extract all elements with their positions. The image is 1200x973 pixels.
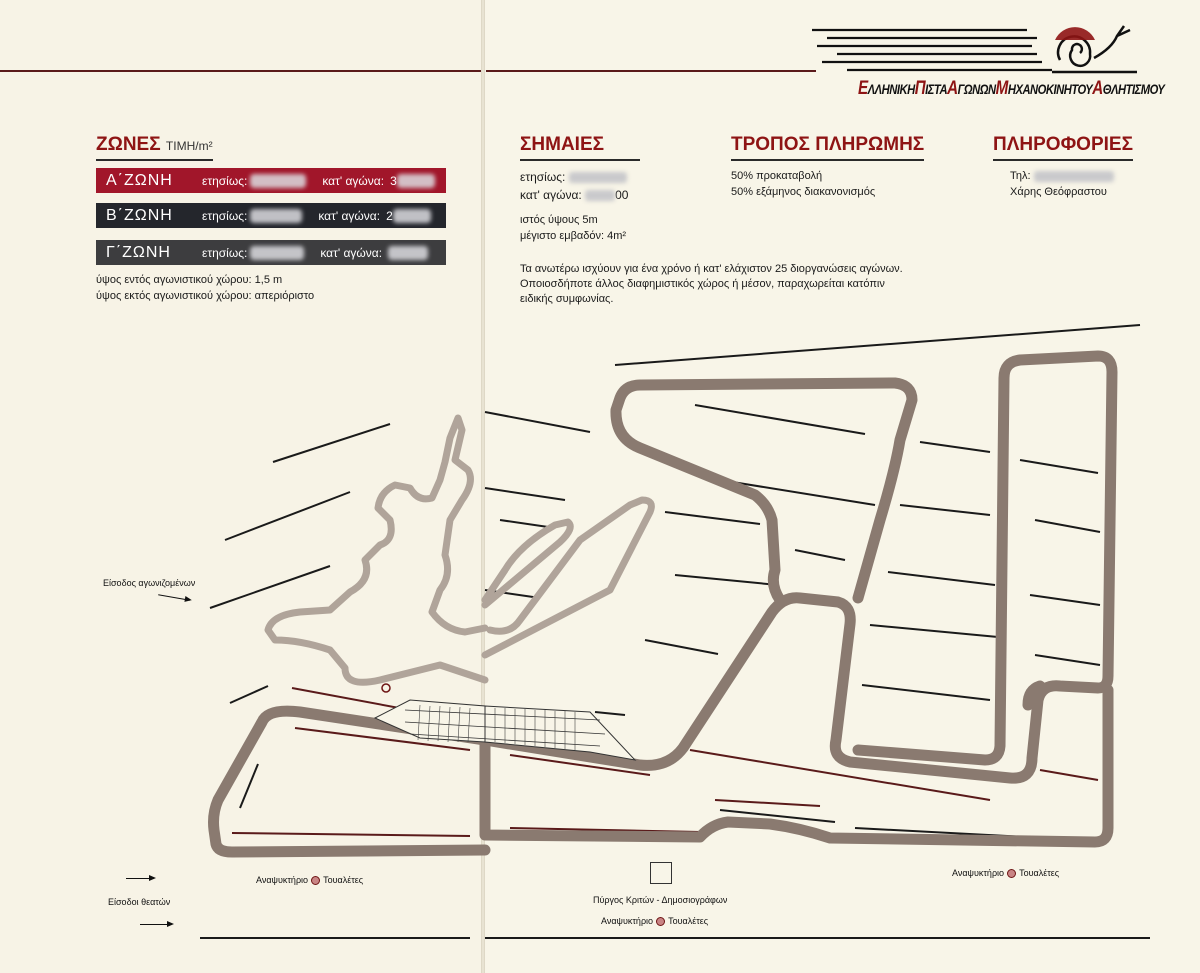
info-contact: Τηλ: Χάρης Θεόφραστου bbox=[1010, 168, 1114, 200]
zone-name: Β΄ΖΩΝΗ bbox=[106, 206, 173, 224]
judges-tower-icon bbox=[650, 862, 672, 884]
spectators-entrance-label: Είσοδοι θεατών bbox=[108, 897, 171, 907]
tower-label: Πύργος Κριτών - Δημοσιογράφων bbox=[593, 895, 728, 905]
redacted-price bbox=[250, 245, 305, 260]
redacted-price bbox=[396, 173, 435, 188]
redacted-phone bbox=[1033, 170, 1114, 182]
flags-title: ΣΗΜΑΙΕΣ bbox=[520, 134, 640, 161]
payment-title: ΤΡΟΠΟΣ ΠΛΗΡΩΜΗΣ bbox=[731, 134, 925, 161]
zone-b-row: Β΄ΖΩΝΗ ετησίως: κατ' αγώνα: 2 bbox=[96, 203, 446, 228]
terms-text: Τα ανωτέρω ισχύουν για ένα χρόνο ή κατ' … bbox=[520, 263, 903, 305]
arrow-right-icon bbox=[126, 875, 156, 881]
page-fold bbox=[481, 0, 485, 973]
fence-top bbox=[614, 324, 1141, 366]
competitors-entrance-label: Είσοδος αγωνιζομένων bbox=[103, 578, 196, 588]
redacted-price bbox=[250, 208, 303, 223]
zone-name: Α΄ΖΩΝΗ bbox=[106, 171, 173, 189]
right-page bbox=[484, 0, 1200, 973]
zone-c-row: Γ΄ΖΩΝΗ ετησίως: κατ' αγώνα: bbox=[96, 240, 446, 265]
zones-title: ΖΩΝΕΣ ΤΙΜΗ/m² bbox=[96, 134, 213, 161]
flags-specs: ιστός ύψους 5m μέγιστο εμβαδόν: 4m² bbox=[520, 214, 627, 242]
toilet-marker-icon bbox=[311, 876, 321, 886]
pit-building bbox=[373, 699, 637, 761]
payment-terms: 50% προκαταβολή 50% εξάμηνος διακανονισμ… bbox=[731, 170, 876, 198]
redacted-price bbox=[250, 173, 307, 188]
top-rule-right bbox=[486, 70, 816, 72]
redacted-price bbox=[392, 208, 431, 223]
redacted-price bbox=[568, 172, 627, 184]
zone-line bbox=[484, 411, 591, 433]
toilet-marker-icon bbox=[656, 917, 666, 927]
zones-notes: ύψος εντός αγωνιστικού χώρου: 1,5 m ύψος… bbox=[96, 274, 315, 302]
arrow-right-icon bbox=[140, 921, 174, 927]
top-rule-left bbox=[0, 70, 481, 72]
redacted-price bbox=[585, 190, 616, 202]
redacted-price bbox=[388, 245, 429, 260]
logo-text: ΕΛΛΗΝΙΚΗΠΙΣΤΑΑΓΩΝΩΝΜΗΧΑΝΟΚΙΝΗΤΟΥΑΘΛΗΤΙΣΜ… bbox=[858, 78, 1165, 99]
flags-prices: ετησίως: κατ' αγώνα: 00 bbox=[520, 170, 629, 202]
marker-icon bbox=[381, 683, 391, 693]
snail-logo-icon bbox=[812, 25, 1137, 74]
info-title: ΠΛΗΡΟΦΟΡΙΕΣ bbox=[993, 134, 1133, 161]
zone-name: Γ΄ΖΩΝΗ bbox=[106, 243, 171, 261]
toilet-marker-icon bbox=[1007, 869, 1017, 879]
zone-a-row: Α΄ΖΩΝΗ ετησίως: κατ' αγώνα: 3 bbox=[96, 168, 446, 193]
track-map bbox=[200, 324, 1150, 939]
